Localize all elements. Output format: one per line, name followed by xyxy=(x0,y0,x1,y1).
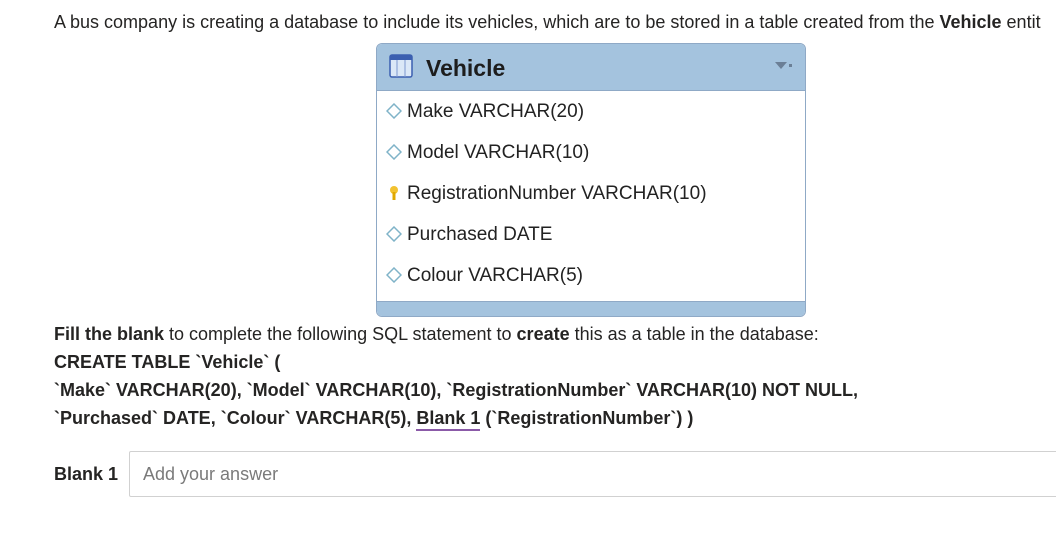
key-icon xyxy=(390,186,398,200)
intro-suffix: entit xyxy=(1001,12,1041,32)
sql-line-3-suffix: (`RegistrationNumber`) ) xyxy=(480,408,694,428)
field-label: RegistrationNumber VARCHAR(10) xyxy=(407,183,707,204)
entity-header: Vehicle xyxy=(377,44,805,91)
instruction-bold-2: create xyxy=(516,324,570,344)
entity-fields: Make VARCHAR(20) Model VARCHAR(10) Regis… xyxy=(377,91,805,296)
field-row: Purchased DATE xyxy=(377,214,805,255)
field-row: RegistrationNumber VARCHAR(10) xyxy=(377,173,805,214)
sql-line-3: `Purchased` DATE, `Colour` VARCHAR(5), B… xyxy=(54,406,694,431)
blank-reference[interactable]: Blank 1 xyxy=(416,408,481,431)
entity-diagram: Vehicle Make VARCHAR(20) Model VARCHAR(1… xyxy=(376,43,806,317)
instruction-text-2: this as a table in the database: xyxy=(569,324,819,344)
intro-entity-name: Vehicle xyxy=(939,12,1002,32)
answer-input[interactable] xyxy=(129,451,1056,497)
question-intro: A bus company is creating a database to … xyxy=(54,10,1041,34)
field-label: Purchased DATE xyxy=(407,224,553,245)
entity-title: Vehicle xyxy=(426,55,506,81)
diamond-icon xyxy=(386,144,402,160)
collapse-arrow-icon[interactable] xyxy=(773,60,795,72)
sql-line-1: CREATE TABLE `Vehicle` ( xyxy=(54,352,281,372)
blank-label: Blank 1 xyxy=(54,464,119,484)
instruction-text: Fill the blank to complete the following… xyxy=(54,322,819,346)
intro-prefix: A bus company is creating a database to … xyxy=(54,12,940,32)
diamond-icon xyxy=(386,226,402,242)
sql-line-2: `Make` VARCHAR(20), `Model` VARCHAR(10),… xyxy=(54,380,859,400)
field-row: Model VARCHAR(10) xyxy=(377,132,805,173)
instruction-bold-1: Fill the blank xyxy=(54,324,165,344)
field-label: Colour VARCHAR(5) xyxy=(407,265,583,286)
diamond-icon xyxy=(386,267,402,283)
diamond-icon xyxy=(386,103,402,119)
field-row: Make VARCHAR(20) xyxy=(377,91,805,132)
entity-footer xyxy=(377,301,805,316)
sql-line-3-prefix: `Purchased` DATE, `Colour` VARCHAR(5), xyxy=(54,408,417,428)
field-label: Model VARCHAR(10) xyxy=(407,142,590,163)
field-label: Make VARCHAR(20) xyxy=(407,101,585,122)
table-icon xyxy=(389,54,413,78)
instruction-text-1: to complete the following SQL statement … xyxy=(164,324,517,344)
field-row: Colour VARCHAR(5) xyxy=(377,255,805,296)
